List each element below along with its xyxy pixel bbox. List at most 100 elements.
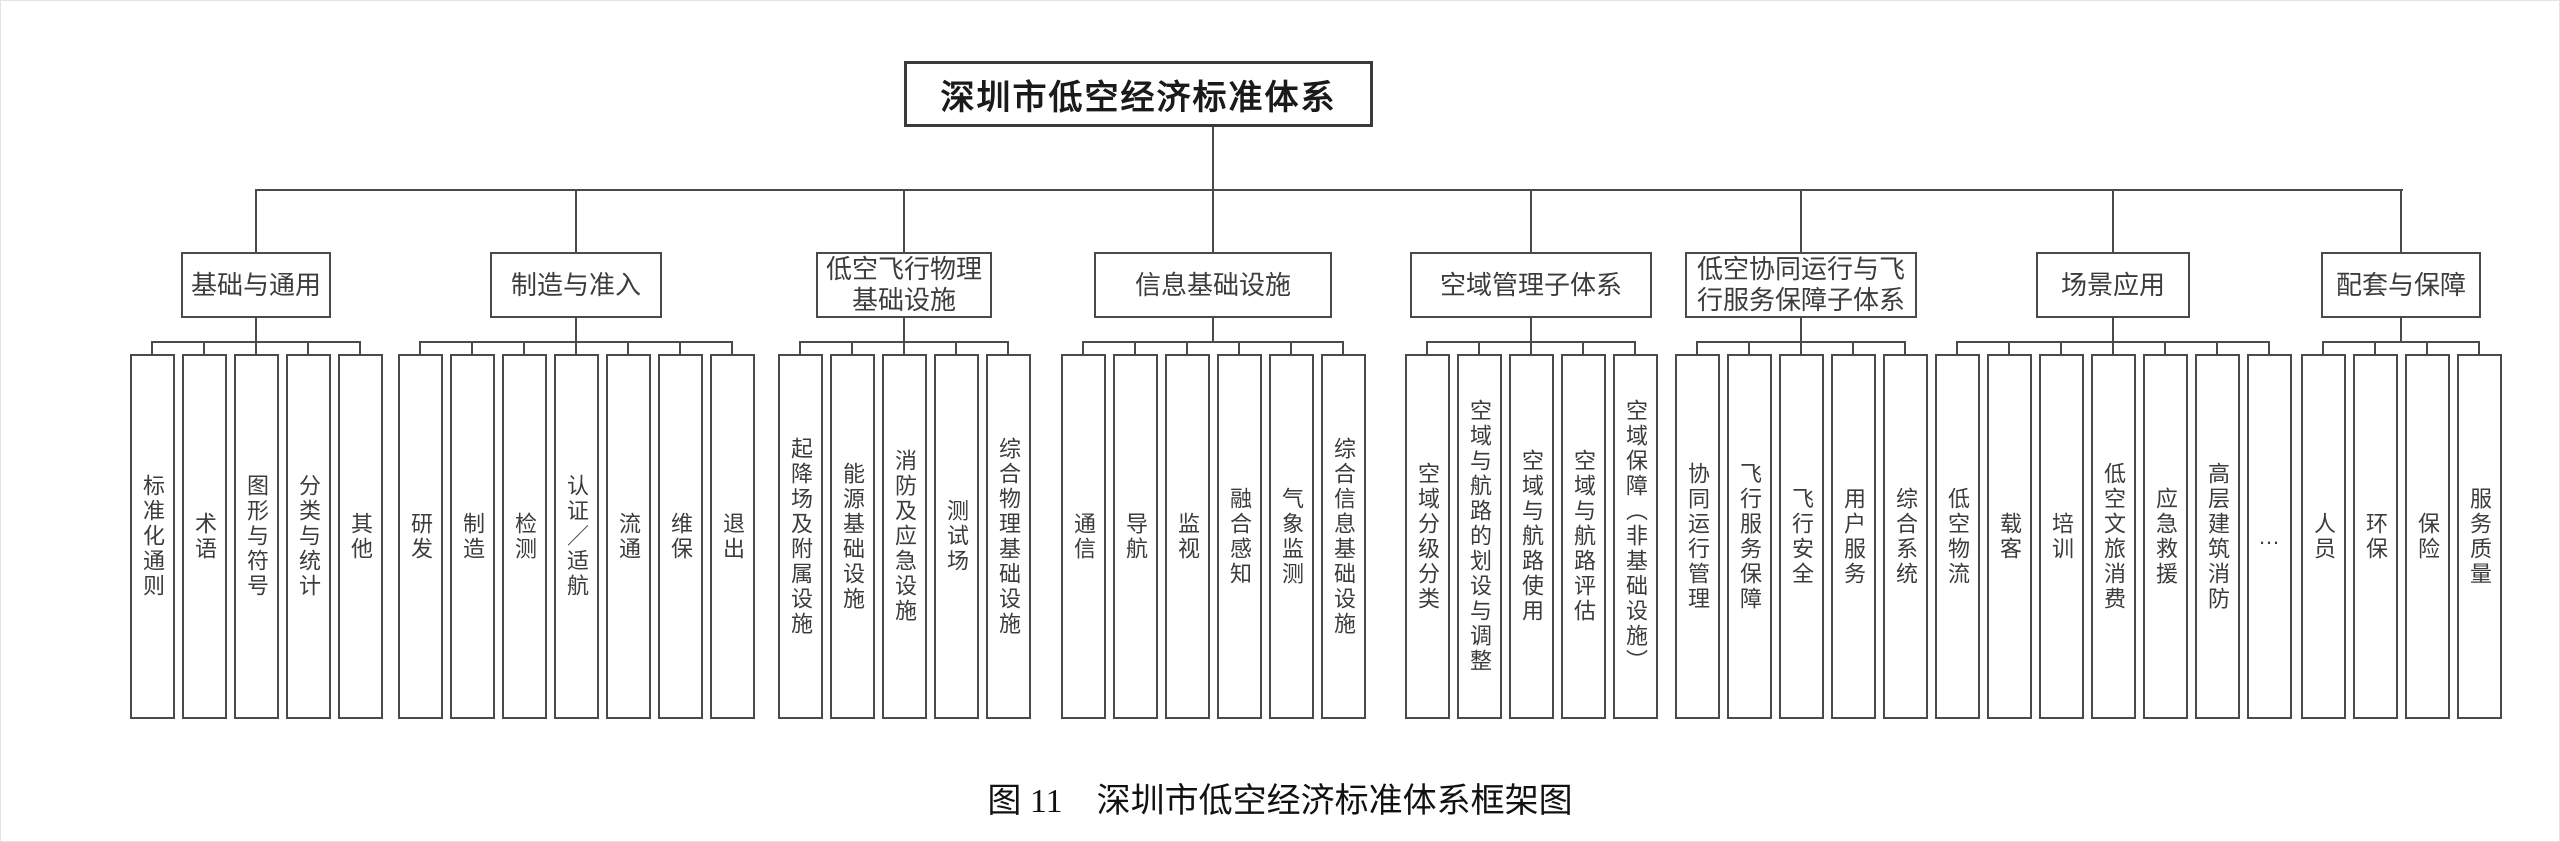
child-stub-connector: [1956, 341, 1958, 356]
child-box: 通信: [1060, 354, 1106, 719]
child-box: 综合系统: [1882, 354, 1928, 719]
children-drop-connector: [1530, 318, 1532, 342]
child-box: 监视: [1164, 354, 1210, 719]
child-stub-connector: [2060, 341, 2062, 356]
child-label: 飞行安全: [1789, 486, 1814, 587]
child-box: 维保: [657, 354, 703, 719]
child-stub-connector: [1238, 341, 1240, 356]
child-box: 飞行安全: [1778, 354, 1824, 719]
child-box: 起降场及附属设施: [777, 354, 823, 719]
child-label: 认证／适航: [564, 474, 589, 599]
child-label: 维保: [668, 511, 693, 562]
child-stub-connector: [1007, 341, 1009, 356]
child-box: 认证／适航: [553, 354, 599, 719]
child-box: 高层建筑消防: [2194, 354, 2240, 719]
child-box: 低空物流: [1934, 354, 1980, 719]
child-stub-connector: [2322, 341, 2324, 356]
child-stub-connector: [1748, 341, 1750, 356]
child-stub-connector: [2426, 341, 2428, 356]
child-stub-connector: [627, 341, 629, 356]
child-box: 术语: [181, 354, 227, 719]
level1-bus-connector: [256, 189, 2403, 191]
child-label: 空域保障（非基础设施）: [1623, 399, 1648, 674]
child-box: 空域与航路的划设与调整: [1456, 354, 1502, 719]
child-box: 服务质量: [2456, 354, 2502, 719]
child-label: 退出: [720, 511, 745, 562]
child-box: 检测: [501, 354, 547, 719]
child-stub-connector: [1478, 341, 1480, 356]
group-drop-connector: [255, 189, 257, 252]
child-box: 空域与航路使用: [1508, 354, 1554, 719]
group-header-4: 空域管理子体系: [1410, 252, 1652, 318]
child-label: …: [2258, 523, 2280, 549]
children-drop-connector: [575, 318, 577, 342]
child-label: 分类与统计: [296, 474, 321, 599]
root-node: 深圳市低空经济标准体系: [904, 61, 1373, 127]
child-label: 综合信息基础设施: [1331, 436, 1356, 637]
child-label: 空域与航路使用: [1519, 449, 1544, 624]
child-box: 综合信息基础设施: [1320, 354, 1366, 719]
child-label: 图形与符号: [244, 474, 269, 599]
child-stub-connector: [2008, 341, 2010, 356]
child-box: 流通: [605, 354, 651, 719]
child-box: 气象监测: [1268, 354, 1314, 719]
child-box: 培训: [2038, 354, 2084, 719]
child-box: 空域保障（非基础设施）: [1612, 354, 1658, 719]
child-stub-connector: [419, 341, 421, 356]
child-stub-connector: [1696, 341, 1698, 356]
children-drop-connector: [2112, 318, 2114, 342]
child-box: 图形与符号: [233, 354, 279, 719]
group-drop-connector: [1530, 189, 1532, 252]
child-stub-connector: [851, 341, 853, 356]
child-label: 人员: [2311, 511, 2336, 562]
child-label: 飞行服务保障: [1737, 461, 1762, 612]
child-label: 综合物理基础设施: [996, 436, 1021, 637]
child-box: …: [2246, 354, 2292, 719]
child-label: 培训: [2049, 511, 2074, 562]
child-box: 应急救援: [2142, 354, 2188, 719]
child-stub-connector: [731, 341, 733, 356]
group-drop-connector: [903, 189, 905, 252]
group-drop-connector: [1212, 189, 1214, 252]
child-label: 监视: [1175, 511, 1200, 562]
group-header-6: 场景应用: [2036, 252, 2190, 318]
child-stub-connector: [1800, 341, 1802, 356]
child-box: 其他: [337, 354, 383, 719]
child-label: 消防及应急设施: [892, 449, 917, 624]
child-label: 环保: [2363, 511, 2388, 562]
children-bus-connector: [2322, 341, 2480, 343]
child-stub-connector: [2164, 341, 2166, 356]
group-drop-connector: [2400, 189, 2402, 252]
child-stub-connector: [255, 341, 257, 356]
child-stub-connector: [955, 341, 957, 356]
group-header-5: 低空协同运行与飞行服务保障子体系: [1685, 252, 1917, 318]
child-stub-connector: [799, 341, 801, 356]
child-box: 综合物理基础设施: [985, 354, 1031, 719]
child-label: 制造: [460, 511, 485, 562]
child-label: 检测: [512, 511, 537, 562]
children-drop-connector: [255, 318, 257, 342]
child-label: 流通: [616, 511, 641, 562]
child-box: 载客: [1986, 354, 2032, 719]
children-drop-connector: [1800, 318, 1802, 342]
child-label: 其他: [348, 511, 373, 562]
child-box: 环保: [2352, 354, 2398, 719]
child-label: 低空物流: [1945, 486, 1970, 587]
child-box: 飞行服务保障: [1726, 354, 1772, 719]
child-box: 退出: [709, 354, 755, 719]
child-stub-connector: [359, 341, 361, 356]
child-stub-connector: [2216, 341, 2218, 356]
child-box: 融合感知: [1216, 354, 1262, 719]
child-stub-connector: [203, 341, 205, 356]
child-box: 消防及应急设施: [881, 354, 927, 719]
child-stub-connector: [1530, 341, 1532, 356]
child-box: 保险: [2404, 354, 2450, 719]
child-stub-connector: [1290, 341, 1292, 356]
child-label: 空域与航路的划设与调整: [1467, 399, 1492, 674]
child-label: 用户服务: [1841, 486, 1866, 587]
child-box: 用户服务: [1830, 354, 1876, 719]
child-stub-connector: [1134, 341, 1136, 356]
child-box: 空域与航路评估: [1560, 354, 1606, 719]
group-header-7: 配套与保障: [2321, 252, 2481, 318]
